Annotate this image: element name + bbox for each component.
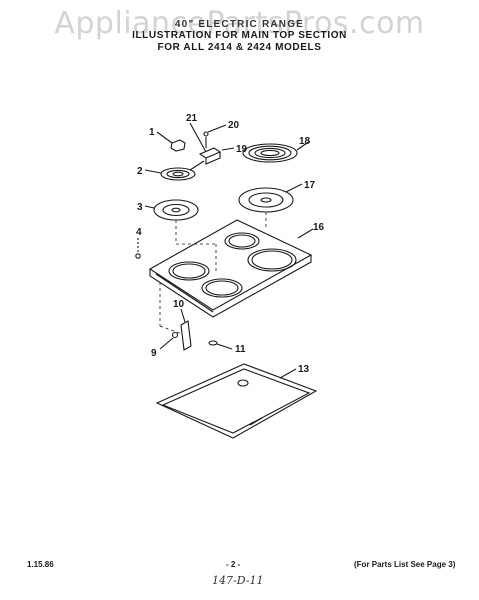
footer-parts-list-note: (For Parts List See Page 3) (354, 560, 456, 569)
diagram-title-line-1: 40" ELECTRIC RANGE (174, 19, 305, 30)
callout-4: 4 (136, 227, 142, 238)
part-16-main-top (148, 219, 314, 318)
callout-10: 10 (173, 299, 185, 310)
callout-16: 16 (313, 222, 325, 233)
dashed-leader-lines (159, 212, 267, 335)
footer-date: 1.15.86 (27, 560, 54, 569)
callout-9: 9 (151, 348, 157, 359)
part-1-knob (156, 131, 186, 152)
diagram-title-line-3: FOR ALL 2414 & 2424 MODELS (157, 42, 322, 53)
callout-17: 17 (304, 180, 316, 191)
part-4-screw (135, 238, 141, 259)
callout-13: 13 (298, 364, 310, 375)
watermark-text: AppliancePartsPros.com (54, 6, 425, 41)
callout-19: 19 (236, 144, 248, 155)
part-3-drip-bowl (144, 199, 199, 221)
part-10-hinge (180, 308, 192, 351)
part-21-terminal-block (189, 122, 235, 165)
callout-11: 11 (235, 344, 246, 355)
callout-18: 18 (299, 136, 311, 147)
diagram-title-line-2: ILLUSTRATION FOR MAIN TOP SECTION (132, 30, 347, 41)
footer-page-number: - 2 - (226, 560, 241, 569)
part-20-screw (203, 124, 227, 148)
handwritten-reference: 147-D-11 (212, 574, 264, 587)
part-2-surface-element (144, 160, 205, 181)
part-13-bottom-panel (155, 363, 318, 439)
callout-3: 3 (137, 202, 143, 213)
part-11-screw (208, 340, 233, 350)
part-17-drip-bowl (238, 183, 303, 213)
part-9-screw (159, 331, 179, 350)
callout-21: 21 (186, 113, 198, 124)
callout-2: 2 (137, 166, 143, 177)
callout-20: 20 (228, 120, 240, 131)
part-18-surface-element (242, 140, 311, 163)
callout-1: 1 (149, 127, 155, 138)
